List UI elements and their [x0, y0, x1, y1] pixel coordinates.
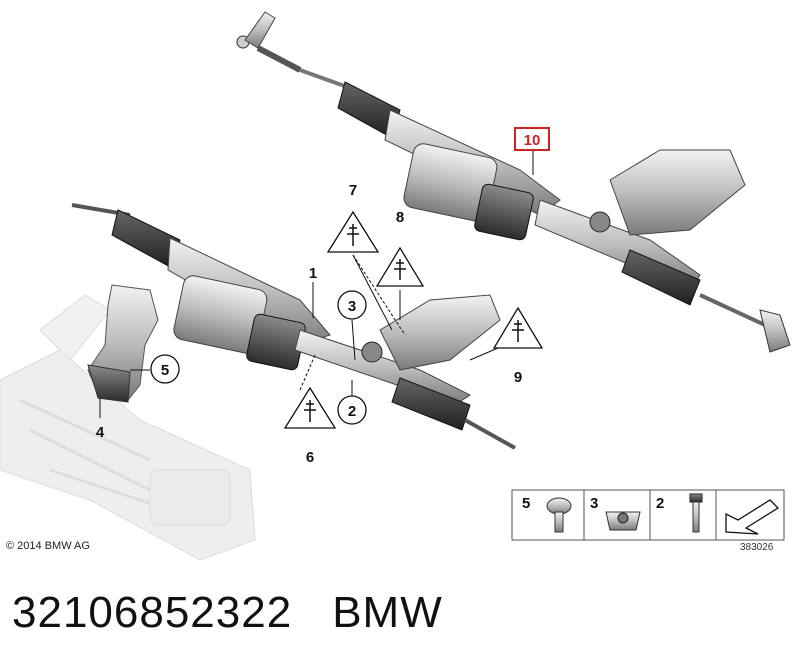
torque-warning-triangle-6 — [283, 386, 337, 429]
bolt-icon — [689, 493, 703, 533]
torque-warning-triangle-9 — [492, 306, 544, 349]
leader-lines — [130, 150, 534, 400]
callout-9: 9 — [514, 369, 522, 386]
callout-3-badge: 3 — [337, 290, 367, 320]
steering-rack-front — [71, 203, 516, 450]
torque-warning-triangle-7 — [326, 210, 380, 253]
diagram-number: 383026 — [740, 542, 774, 553]
callout-1: 1 — [309, 265, 317, 282]
direction-arrow-icon — [725, 499, 780, 535]
part-footer: 32106852322 BMW — [12, 588, 443, 638]
callout-3: 3 — [348, 298, 356, 315]
callout-4: 4 — [96, 424, 105, 441]
callout-7: 7 — [349, 182, 357, 199]
callout-10: 10 — [524, 132, 541, 149]
legend-label-3: 3 — [590, 495, 598, 512]
ghost-steering-column — [0, 294, 256, 561]
callout-5-badge: 5 — [150, 354, 180, 384]
screw-icon — [546, 497, 572, 533]
callout-5: 5 — [161, 362, 169, 379]
clip-nut-icon — [605, 511, 641, 531]
legend-label-5: 5 — [522, 495, 530, 512]
heat-shield-part — [87, 284, 159, 418]
callout-10-highlight[interactable]: 10 — [514, 127, 550, 151]
callout-2: 2 — [348, 403, 356, 420]
legend-label-2: 2 — [656, 495, 664, 512]
callout-8: 8 — [396, 209, 404, 226]
brand-name: BMW — [332, 588, 443, 637]
part-number: 32106852322 — [12, 588, 293, 637]
fastener-legend: 5 3 2 — [511, 489, 785, 541]
callout-2-badge: 2 — [337, 395, 367, 425]
torque-warning-triangle-8 — [375, 246, 425, 287]
callout-6: 6 — [306, 449, 314, 466]
copyright-notice: © 2014 BMW AG — [6, 540, 90, 552]
steering-rack-rear — [236, 11, 791, 353]
